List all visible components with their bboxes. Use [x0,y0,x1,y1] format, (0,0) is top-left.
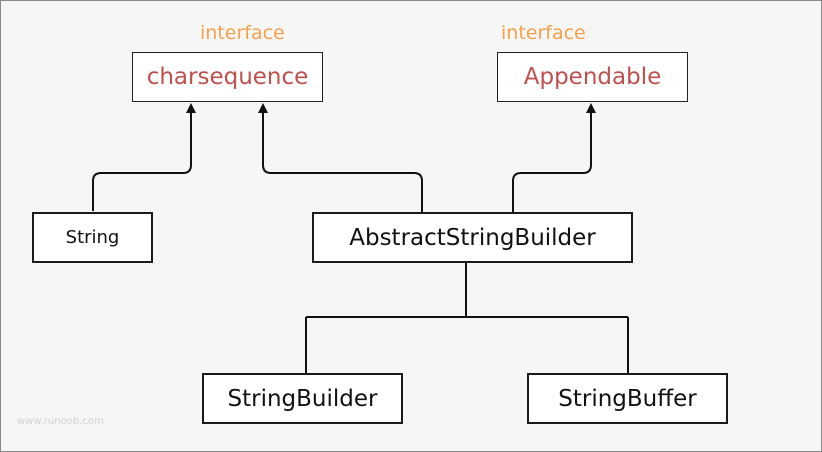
charsequence-interface-tag: interface [200,22,285,44]
stringbuffer-node: StringBuffer [527,373,728,424]
edge-abstractstringbuilder-to-charsequence [258,103,423,212]
stringbuilder-node: StringBuilder [202,373,403,424]
appendable-interface-tag: interface [501,22,586,44]
edge-string-to-charsequence [92,103,196,211]
edge-abstractstringbuilder-to-appendable [512,103,596,212]
watermark-text: www.runoob.com [17,416,104,427]
charsequence-node: charsequence [132,52,323,102]
abstractstringbuilder-node: AbstractStringBuilder [312,212,633,263]
string-node: String [32,212,153,263]
appendable-node: Appendable [497,52,688,102]
